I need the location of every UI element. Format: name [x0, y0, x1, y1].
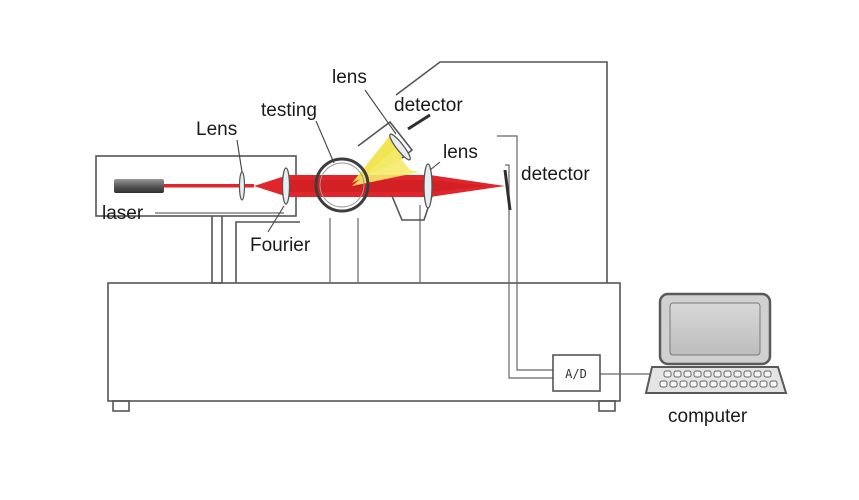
- keyboard-key: [699, 380, 708, 388]
- computer-laptop: [644, 292, 788, 394]
- keyboard-key: [719, 380, 728, 388]
- keyboard-key: [693, 370, 702, 378]
- cabinet-foot-left: [112, 400, 130, 412]
- laser-body: [114, 179, 164, 193]
- computer-screen: [669, 302, 761, 356]
- keyboard-key: [713, 370, 722, 378]
- keyboard-key: [723, 370, 732, 378]
- keyboard-key: [753, 370, 762, 378]
- label-testing: testing: [261, 100, 317, 121]
- label-leaders: [155, 89, 441, 233]
- detector-top: [407, 113, 431, 131]
- keyboard-key: [769, 380, 778, 388]
- keyboard-key: [729, 380, 738, 388]
- keyboard-key: [659, 380, 668, 388]
- keyboard-key: [669, 380, 678, 388]
- computer-keys: [659, 370, 778, 388]
- cable-top-detector: [497, 135, 553, 371]
- detector-right: [503, 169, 512, 211]
- cable-right-detector: [505, 164, 553, 379]
- label-fourier: Fourier: [250, 235, 311, 256]
- laser-beam: [164, 175, 505, 197]
- label-lens-right: lens: [443, 142, 478, 163]
- cabinet-foot-right: [598, 400, 616, 412]
- ad-converter: [552, 354, 601, 392]
- label-lens-left: Lens: [196, 119, 237, 140]
- lens-top: [389, 133, 411, 161]
- label-detector-right: detector: [521, 164, 590, 185]
- label-laser: laser: [102, 203, 144, 224]
- keyboard-key: [689, 380, 698, 388]
- label-computer: computer: [668, 406, 748, 427]
- keyboard-key: [763, 370, 772, 378]
- label-ad: A/D: [565, 367, 587, 381]
- keyboard-key: [709, 380, 718, 388]
- right-lens-holder: [391, 163, 433, 221]
- testing-cell: [314, 157, 370, 213]
- keyboard-key: [683, 370, 692, 378]
- keyboard-key: [673, 370, 682, 378]
- keyboard-key: [663, 370, 672, 378]
- housing-post: [211, 216, 223, 284]
- upper-enclosure: [235, 61, 608, 283]
- keyboard-key: [739, 380, 748, 388]
- lens-right: [423, 163, 433, 209]
- keyboard-key: [733, 370, 742, 378]
- keyboard-key: [759, 380, 768, 388]
- support-posts: [329, 205, 421, 283]
- keyboard-key: [749, 380, 758, 388]
- lens-left: [238, 171, 246, 201]
- fourier-lens: [281, 167, 291, 205]
- base-cabinet: [107, 282, 621, 412]
- keyboard-key: [703, 370, 712, 378]
- angled-detector-assembly: [357, 113, 431, 161]
- keyboard-key: [679, 380, 688, 388]
- keyboard-key: [743, 370, 752, 378]
- label-detector-top: detector: [394, 95, 463, 116]
- label-lens-top: lens: [332, 67, 367, 88]
